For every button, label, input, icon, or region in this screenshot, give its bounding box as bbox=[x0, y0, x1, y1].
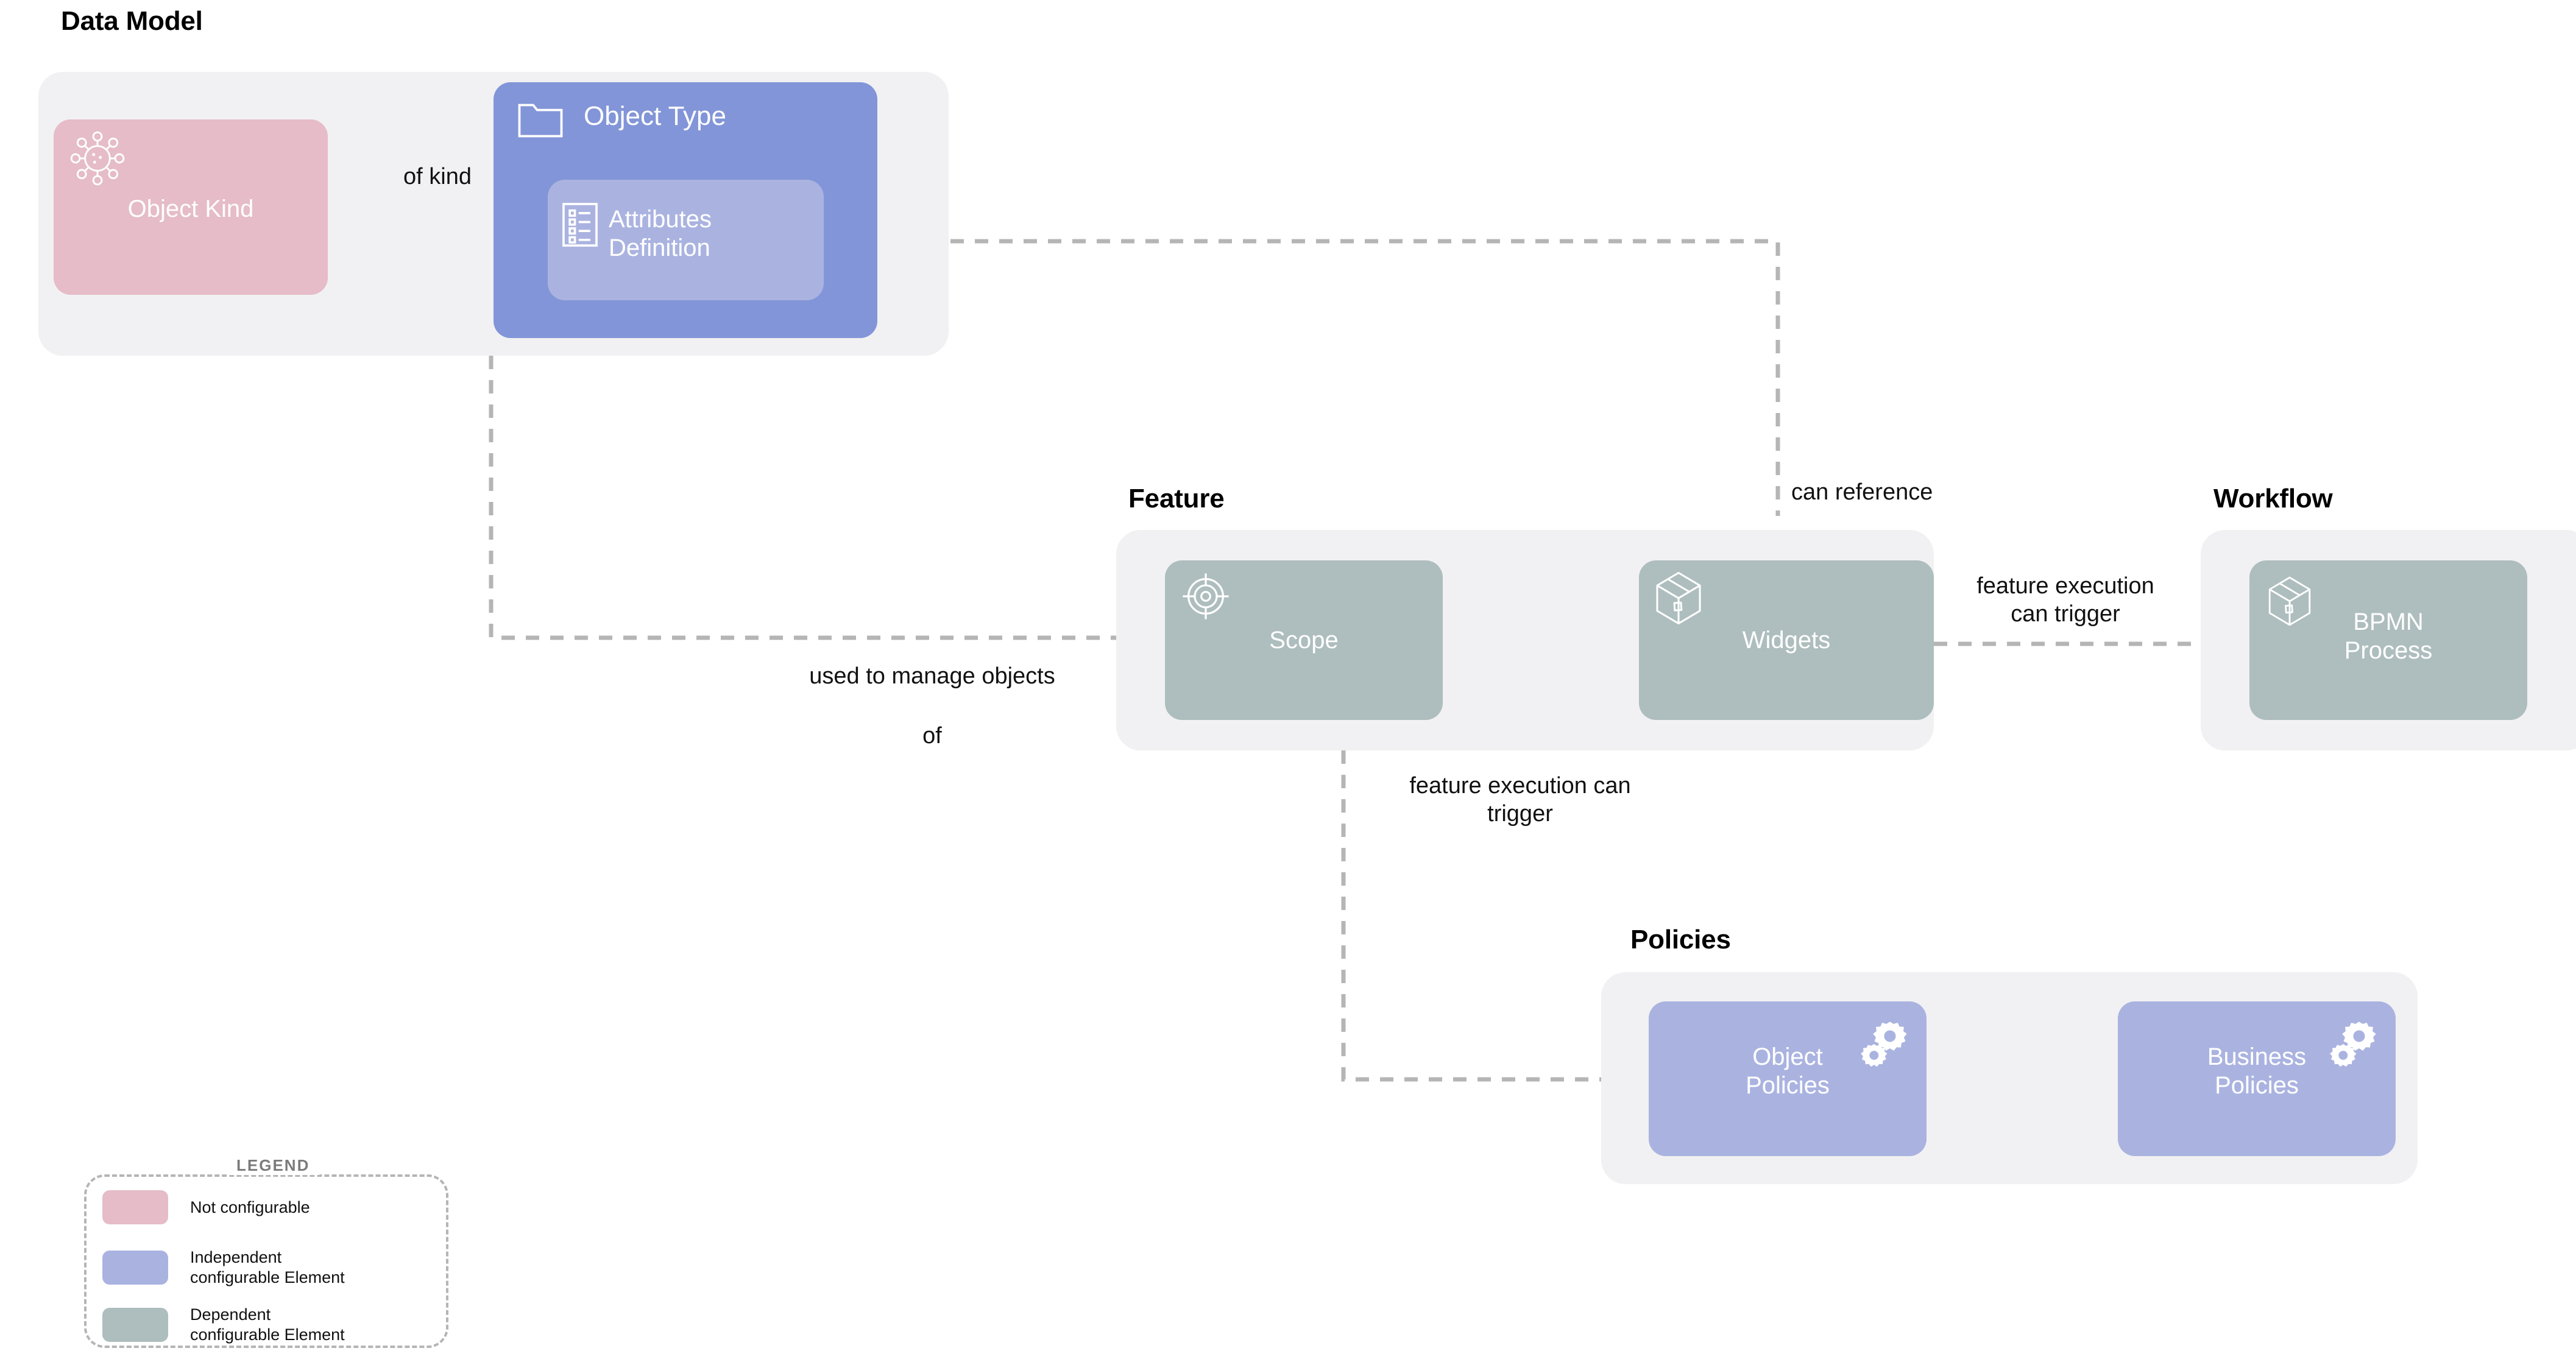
legend-label-independent-configurable: Independent configurable Element bbox=[190, 1248, 345, 1286]
connector-label-used-to-manage-line1: used to manage objects bbox=[809, 663, 1055, 689]
legend-item-not-configurable: Not configurable bbox=[102, 1190, 310, 1224]
node-label-object-type: Object Type bbox=[584, 101, 726, 131]
legend-item-independent-configurable: Independent configurable Element bbox=[102, 1247, 345, 1288]
connector-label-widgets-to-bpmn: feature execution can trigger bbox=[1976, 573, 2154, 627]
legend-item-dependent-configurable: Dependent configurable Element bbox=[102, 1305, 345, 1345]
node-business-policies[interactable]: Business Policies bbox=[2118, 1001, 2396, 1156]
node-object-type[interactable]: Object Type Attributes Definition bbox=[494, 82, 877, 338]
legend-swatch-dependent-configurable bbox=[102, 1307, 168, 1342]
node-label-widgets: Widgets bbox=[1742, 627, 1831, 654]
node-object-kind[interactable]: Object Kind bbox=[54, 119, 328, 295]
node-label-object-kind: Object Kind bbox=[127, 196, 254, 222]
node-label-attributes-definition: Attributes Definition bbox=[609, 206, 712, 262]
connector-label-can-reference: can reference bbox=[1791, 479, 1933, 505]
legend-swatch-not-configurable bbox=[102, 1190, 168, 1224]
virus-icon bbox=[67, 128, 128, 189]
legend-title: LEGEND bbox=[227, 1156, 320, 1175]
legend-swatch-independent-configurable bbox=[102, 1250, 168, 1285]
node-bpmn-process[interactable]: BPMN Process bbox=[2249, 560, 2527, 720]
node-attributes-definition[interactable]: Attributes Definition bbox=[548, 180, 824, 300]
legend-label-dependent-configurable: Dependent configurable Element bbox=[190, 1305, 345, 1344]
node-label-scope: Scope bbox=[1269, 627, 1339, 654]
connector-used-to-manage bbox=[489, 356, 1120, 640]
connector-label-of-kind: of kind bbox=[403, 164, 472, 189]
group-title-policies: Policies bbox=[1630, 925, 1731, 954]
connector-label-feature-to-policies: feature execution can trigger bbox=[1409, 773, 1631, 827]
node-object-policies[interactable]: Object Policies bbox=[1649, 1001, 1927, 1156]
crosshair-icon bbox=[1180, 570, 1232, 623]
group-title-data-model: Data Model bbox=[61, 6, 203, 36]
connector-can-reference bbox=[877, 239, 1780, 516]
group-title-workflow: Workflow bbox=[2213, 484, 2333, 513]
box-3d-icon bbox=[1652, 570, 1705, 626]
node-label-object-policies: Object Policies bbox=[1746, 1043, 1830, 1099]
folder-icon bbox=[517, 101, 564, 141]
connector-label-used-to-manage-line2: of bbox=[922, 723, 942, 749]
node-scope[interactable]: Scope bbox=[1165, 560, 1443, 720]
checklist-icon bbox=[561, 202, 599, 248]
node-label-business-policies: Business Policies bbox=[2207, 1043, 2307, 1099]
node-label-bpmn-process: BPMN Process bbox=[2344, 609, 2433, 665]
group-title-feature: Feature bbox=[1128, 484, 1225, 513]
legend-label-not-configurable: Not configurable bbox=[190, 1198, 310, 1216]
node-widgets[interactable]: Widgets bbox=[1639, 560, 1934, 720]
